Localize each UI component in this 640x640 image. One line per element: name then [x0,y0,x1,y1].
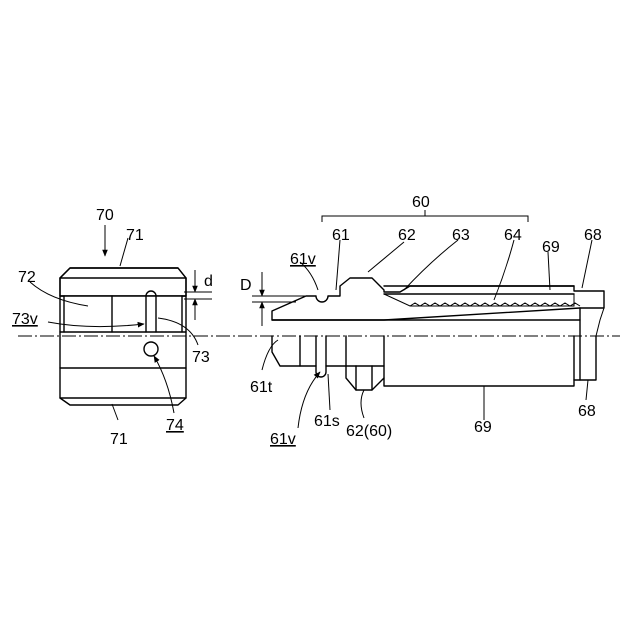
label-61s: 61s [314,413,340,430]
leader-62 [368,242,404,272]
label-68-bot: 68 [578,403,596,420]
label-60: 60 [412,194,430,211]
label-69-top: 69 [542,239,560,256]
leader-61 [336,240,340,290]
label-71-bot: 71 [110,431,128,448]
label-72: 72 [18,269,36,286]
brace-60 [322,216,528,222]
label-62-60: 62(60) [346,423,392,440]
label-71-top: 71 [126,227,144,244]
fitting-60 [272,278,604,390]
label-d: d [204,273,213,290]
fitting-lower-outline [272,336,596,390]
nut-hatched-section [60,268,186,296]
leader-64 [494,240,514,300]
label-61v-top: 61v [290,251,316,268]
label-74: 74 [166,417,184,434]
label-62: 62 [398,227,416,244]
label-D: D [240,277,252,294]
label-61: 61 [332,227,350,244]
label-73: 73 [192,349,210,366]
label-63: 63 [452,227,470,244]
leader-71-bot [112,404,118,420]
leader-61t [262,340,278,370]
label-73v: 73v [12,311,38,328]
label-68-top: 68 [584,227,602,244]
label-61v-bot: 61v [270,431,296,448]
label-70: 70 [96,207,114,224]
fitting-hatched-upper [272,278,604,320]
hole-74 [144,342,158,356]
leader-68-top [582,240,592,288]
leader-63 [404,240,458,290]
leader-61s [328,374,330,410]
leader-68-bot [586,380,588,400]
leader-62-60 [361,390,364,418]
label-69-bot: 69 [474,419,492,436]
label-64: 64 [504,227,522,244]
label-61t: 61t [250,379,273,396]
leader-69-top [548,252,550,290]
